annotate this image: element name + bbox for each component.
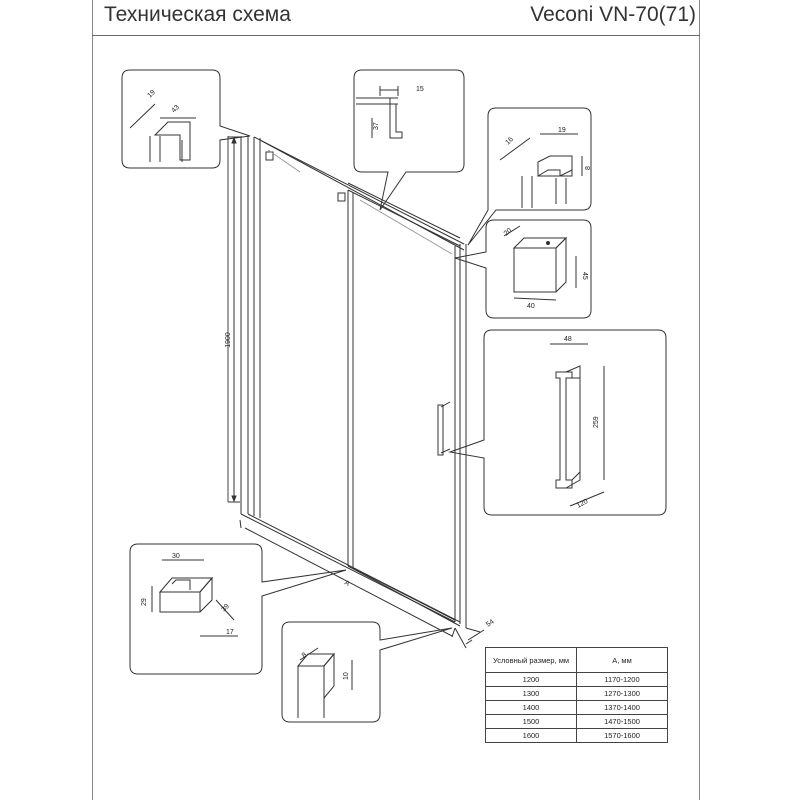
detail-bm-dim-8: 8 [301, 652, 309, 660]
table-cell-a: 1570-1600 [576, 728, 668, 743]
detail-h-dim-120: 120 [576, 498, 590, 510]
detail-top-left [121, 69, 251, 169]
detail-tr-dim-16: 16 [504, 136, 515, 147]
detail-tl-dim-19: 19 [146, 89, 157, 100]
table-cell-size: 1500 [485, 714, 577, 729]
detail-h-dim-259: 259 [593, 416, 600, 428]
detail-bl-dim-30: 30 [172, 553, 180, 560]
table-cell-size: 1300 [485, 686, 577, 701]
table-cell-size: 1200 [485, 672, 577, 687]
page-frame [92, 0, 700, 800]
detail-top-right [467, 107, 592, 246]
detail-tl-dim-43: 43 [170, 104, 181, 115]
detail-br-dim-45: 45 [581, 272, 588, 280]
frame-lines [92, 0, 700, 800]
table-row: 1200 1170-1200 [485, 672, 668, 687]
detail-tr-dim-19: 19 [558, 127, 566, 134]
detail-bm-dim-10: 10 [343, 672, 350, 680]
detail-br-dim-40: 40 [527, 303, 535, 310]
detail-bl-dim-17: 17 [226, 629, 234, 636]
detail-tm-dim-15: 15 [416, 86, 424, 93]
detail-bracket [454, 219, 592, 319]
detail-bottom-left [129, 543, 347, 675]
table-header-nominal-size: Условный размер, мм [485, 647, 577, 673]
table-row: 1300 1270-1300 [485, 686, 668, 701]
detail-tm-dim-37: 37 [373, 122, 380, 130]
detail-top-middle [353, 69, 465, 211]
detail-br-dim-20: 20 [503, 227, 514, 237]
table-cell-a: 1370-1400 [576, 700, 668, 715]
table-cell-size: 1400 [485, 700, 577, 715]
detail-bl-dim-29: 29 [141, 598, 148, 606]
detail-handle [448, 329, 667, 516]
table-cell-a: 1470-1500 [576, 714, 668, 729]
table-cell-a: 1270-1300 [576, 686, 668, 701]
table-cell-a: 1170-1200 [576, 672, 668, 687]
detail-bl-dim-39: 39 [220, 603, 231, 614]
height-dimension-label: 1900 [225, 332, 232, 348]
width-dimension-label: A [343, 580, 351, 589]
depth-dimension-label: 54 [485, 618, 495, 628]
size-table: Условный размер, мм А, мм 1200 1170-1200… [485, 647, 668, 743]
table-row: 1400 1370-1400 [485, 700, 668, 715]
detail-bottom-middle [281, 621, 453, 723]
page-title: Техническая схема [104, 3, 291, 26]
detail-h-dim-48: 48 [564, 336, 572, 343]
model-name: Veconi VN-70(71) [530, 3, 696, 26]
table-header-a: А, мм [576, 647, 668, 673]
detail-tr-dim-8: 8 [585, 166, 592, 170]
table-row: 1500 1470-1500 [485, 714, 668, 729]
table-row: 1600 1570-1600 [485, 728, 668, 743]
table-header-row: Условный размер, мм А, мм [485, 647, 668, 673]
table-cell-size: 1600 [485, 728, 577, 743]
enclosure-drawing [227, 136, 485, 649]
